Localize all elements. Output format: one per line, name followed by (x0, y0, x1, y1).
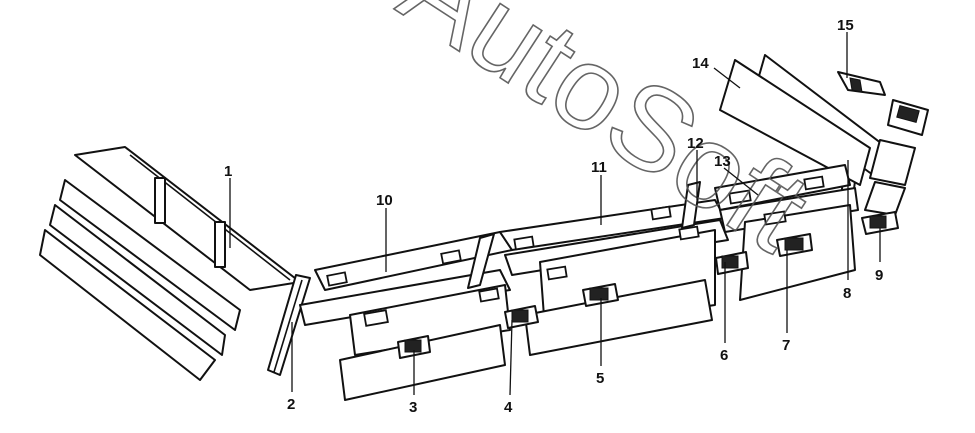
callout-8: 8 (843, 285, 851, 302)
latch-7 (776, 233, 813, 257)
callout-2: 2 (287, 396, 295, 413)
left-side-board (39, 146, 301, 381)
callout-3: 3 (409, 399, 417, 416)
callout-11: 11 (591, 159, 607, 176)
callout-12: 12 (687, 135, 704, 152)
callout-9: 9 (875, 267, 883, 284)
callout-13: 13 (714, 153, 731, 170)
latch-4 (504, 305, 539, 329)
callout-1: 1 (224, 163, 232, 180)
latch-plate-right (887, 99, 929, 136)
callout-15: 15 (837, 17, 854, 34)
callout-6: 6 (720, 347, 728, 364)
callout-10: 10 (376, 192, 393, 209)
leader-lines (229, 32, 881, 396)
callout-14: 14 (692, 55, 709, 72)
latch-3 (397, 335, 431, 359)
callout-5: 5 (596, 370, 604, 387)
callout-4: 4 (504, 399, 513, 416)
callout-labels: 1 2 3 4 5 6 7 8 9 10 11 12 13 14 15 (224, 17, 883, 416)
latch-6 (715, 251, 749, 275)
latch-5 (582, 283, 619, 307)
bracket-15 (837, 71, 886, 96)
rear-panel-bottom-boards (339, 279, 713, 401)
corner-post (267, 274, 311, 376)
latch-9 (861, 211, 899, 235)
callout-7: 7 (782, 337, 790, 354)
